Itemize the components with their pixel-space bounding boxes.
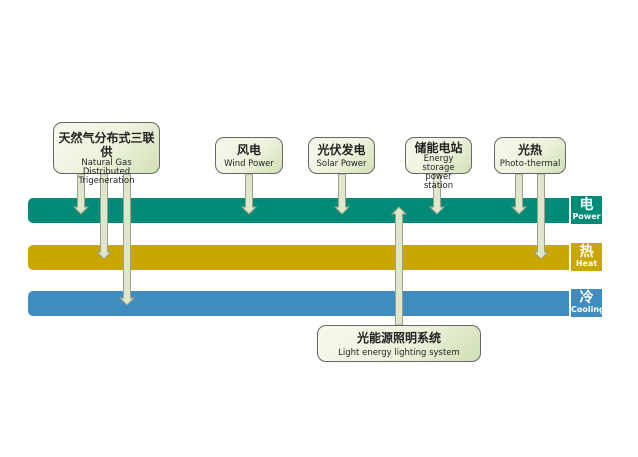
arrow-power-to-lighting	[390, 206, 408, 326]
power-bus	[28, 198, 569, 223]
arrow-trigeneration-to-cooling	[118, 173, 136, 306]
lighting-system-box: 光能源照明系统 Light energy lighting system	[317, 325, 481, 362]
energy-storage-zh: 储能电站	[414, 141, 463, 155]
arrow-wind-to-power	[240, 173, 258, 215]
trigeneration-zh: 天然气分布式三联供	[58, 131, 155, 159]
energy-storage-en: Energy storage power station	[422, 154, 455, 191]
arrow-photothermal-to-power	[510, 173, 528, 215]
photo-thermal-box: 光热 Photo-thermal	[494, 137, 566, 174]
power-label-zh: 电	[579, 197, 594, 213]
solar-power-zh: 光伏发电	[317, 143, 366, 157]
arrow-solar-to-power	[333, 173, 351, 215]
heat-label-en: Heat	[575, 259, 598, 268]
heat-label-zh: 热	[579, 244, 594, 260]
solar-power-en: Solar Power	[316, 159, 367, 169]
heat-bus	[28, 245, 569, 270]
wind-power-zh: 风电	[236, 143, 261, 157]
arrow-storage-to-power	[428, 173, 446, 215]
cooling-label-zh: 冷	[579, 290, 594, 306]
wind-power-en: Wind Power	[224, 159, 274, 169]
cooling-bus	[28, 291, 569, 316]
solar-power-box: 光伏发电 Solar Power	[308, 137, 375, 174]
trigeneration-en: Natural Gas Distributed Trigeneration	[78, 158, 135, 186]
lighting-system-zh: 光能源照明系统	[356, 331, 441, 345]
wind-power-box: 风电 Wind Power	[215, 137, 283, 174]
arrow-photothermal-to-heat	[532, 173, 550, 260]
photo-thermal-zh: 光热	[517, 143, 542, 157]
cooling-label-en: Cooling	[571, 305, 605, 314]
arrow-trigeneration-to-power	[72, 173, 90, 215]
lighting-system-en: Light energy lighting system	[338, 348, 460, 358]
arrow-trigeneration-to-heat	[95, 173, 113, 260]
photo-thermal-en: Photo-thermal	[499, 159, 561, 169]
power-label-en: Power	[572, 212, 601, 221]
